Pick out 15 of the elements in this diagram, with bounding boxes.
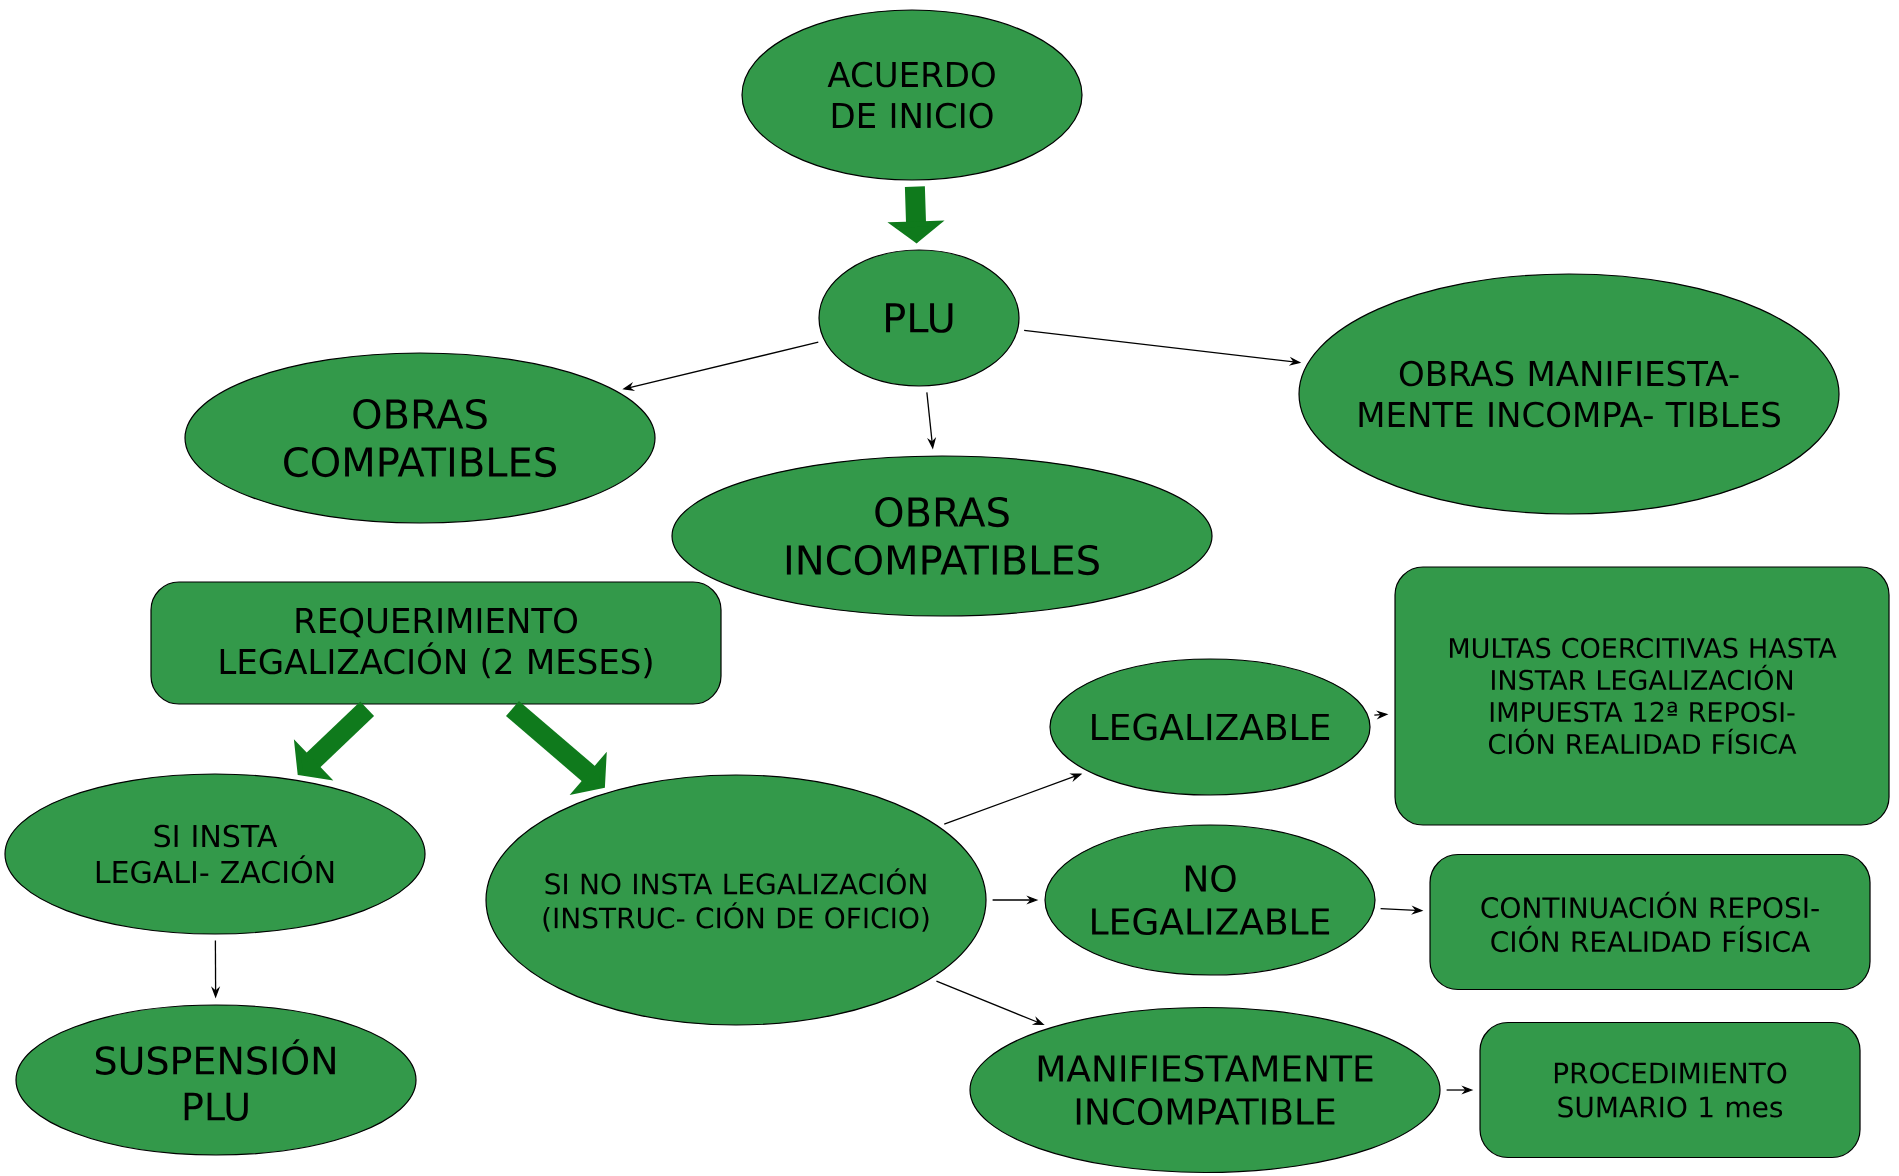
ellipse-node: SUSPENSIÓN PLU	[15, 1004, 417, 1156]
rounded-box: REQUERIMIENTO LEGALIZACIÓN (2 MESES)	[150, 581, 722, 705]
rounded-box: CONTINUACIÓN REPOSI- CIÓN REALIDAD FÍSICA	[1429, 853, 1871, 991]
ellipse-node: MANIFIESTAMENTE INCOMPATIBLE	[969, 1006, 1441, 1174]
ellipse-node: ACUERDO DE INICIO	[741, 9, 1083, 181]
ellipse-node: NO LEGALIZABLE	[1044, 824, 1376, 976]
rounded-box: PROCEDIMIENTO SUMARIO 1 mes	[1479, 1021, 1861, 1159]
ellipse-node: OBRAS INCOMPATIBLES	[671, 455, 1213, 617]
ellipse-node: OBRAS MANIFIESTA- MENTE INCOMPA- TIBLES	[1298, 273, 1840, 515]
rounded-box: MULTAS COERCITIVAS HASTA INSTAR LEGALIZACIÓN IMPUESTA 12ª REPOSI- CIÓN REALIDAD FÍSICA	[1394, 566, 1890, 826]
ellipse-node: LEGALIZABLE	[1049, 658, 1371, 796]
ellipse-node: OBRAS COMPATIBLES	[184, 352, 656, 524]
ellipse-node: SI NO INSTA LEGALIZACIÓN (INSTRUC- CIÓN DE OFICIO)	[485, 774, 987, 1026]
ellipse-node: SI INSTA LEGALI- ZACIÓN	[4, 773, 426, 935]
ellipse-node: PLU	[818, 249, 1020, 387]
